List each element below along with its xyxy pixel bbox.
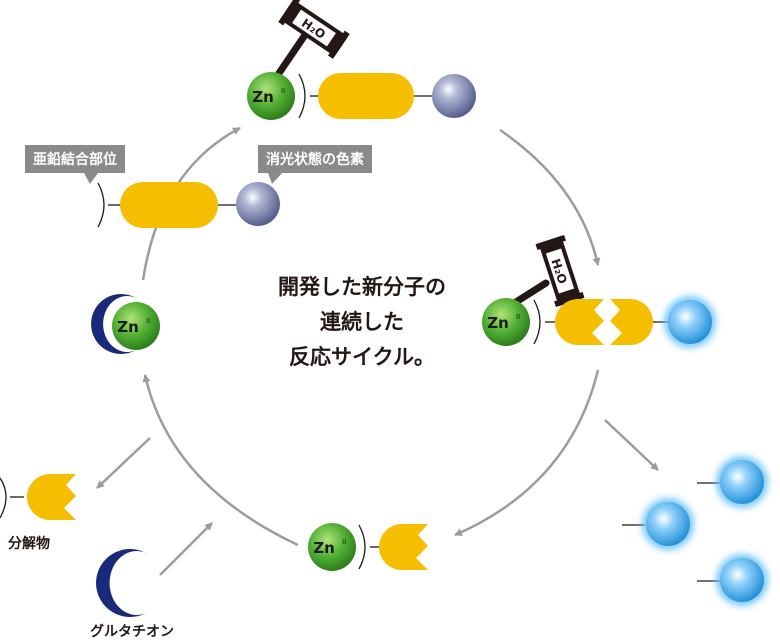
tag-pointer-right xyxy=(268,173,282,184)
zinc-symbol: Zn xyxy=(252,88,274,106)
quenched-dye xyxy=(236,182,280,226)
binder-body xyxy=(120,182,218,228)
caption-line-3: 反応サイクル。 xyxy=(289,345,435,369)
zinc-symbol: Zn xyxy=(487,314,509,332)
glutathione-crescent xyxy=(91,294,136,354)
zinc-ion xyxy=(112,302,160,350)
binder-fragment-left xyxy=(555,299,604,345)
hammer-top: H₂O xyxy=(269,0,350,86)
released-dye-3 xyxy=(697,554,768,606)
released-dye-1 xyxy=(697,456,768,508)
zinc-ion xyxy=(247,72,295,120)
zinc-binding-site-arc xyxy=(97,182,105,228)
fluorescent-dye xyxy=(668,300,712,344)
tag-pointer-left xyxy=(84,173,98,184)
zinc-glutathione-complex: Zn II xyxy=(91,294,160,354)
svg-text:Zn: Zn xyxy=(313,539,335,557)
arrow-to-degradation xyxy=(96,437,151,489)
glutathione-crescent xyxy=(95,549,146,617)
caption-line-2: 連続した xyxy=(320,310,404,334)
zinc-ion xyxy=(482,298,530,346)
binding-arc xyxy=(0,477,7,519)
zinc-binding-site-tag: 亜鉛結合部位 xyxy=(25,145,125,173)
binding-arc xyxy=(358,524,366,570)
binding-arc xyxy=(298,73,306,119)
zinc-oxidation: II xyxy=(516,313,520,321)
fluorescent-dye xyxy=(720,558,764,602)
zinc-oxidation: II xyxy=(281,87,285,95)
quenched-dye-tag: 消光状態の色素 xyxy=(258,145,372,173)
cycle-caption: 開発した新分子の 連続した 反応サイクル。 xyxy=(244,270,480,375)
fluorescent-dye xyxy=(646,502,690,546)
zinc-symbol: Zn xyxy=(313,539,335,557)
free-probe xyxy=(84,173,282,228)
arrow-glutathione-in xyxy=(159,522,213,576)
svg-text:Zn: Zn xyxy=(487,314,509,332)
fluorescent-dye xyxy=(720,460,764,504)
zinc-symbol: Zn xyxy=(117,318,139,336)
caption-line-1: 開発した新分子の xyxy=(278,275,446,299)
zinc-bound-probe-top: H₂O Zn II xyxy=(247,0,476,120)
released-dye-2 xyxy=(622,498,694,550)
hammer-right: H₂O xyxy=(504,234,585,311)
zinc-ion xyxy=(308,523,356,571)
quenched-dye xyxy=(432,74,476,118)
svg-text:Zn: Zn xyxy=(252,88,274,106)
zinc-oxidation: II xyxy=(146,317,150,325)
cleavage-step: H₂O Zn II xyxy=(482,234,716,348)
side-arrows xyxy=(96,419,659,576)
cycle-arrow-bottom-left xyxy=(142,374,299,547)
binding-arc xyxy=(533,299,541,345)
svg-text:Zn: Zn xyxy=(117,318,139,336)
degradation-product-shape xyxy=(0,474,76,520)
cycle-arrow-right-bottom xyxy=(454,369,600,537)
binder-fragment-right xyxy=(610,299,653,345)
binder-fragment xyxy=(27,474,76,520)
zinc-fragment-complex: Zn II xyxy=(308,523,428,571)
arrow-release-dyes xyxy=(604,419,659,471)
degradation-product-label: 分解物 xyxy=(8,536,50,552)
binder-fragment xyxy=(379,524,428,570)
cycle-arrow-top-right xyxy=(499,128,601,266)
released-dyes xyxy=(622,456,768,606)
binder-body xyxy=(318,73,414,119)
glutathione-label: グルタチオン xyxy=(90,624,174,640)
zinc-oxidation: II xyxy=(342,538,346,546)
